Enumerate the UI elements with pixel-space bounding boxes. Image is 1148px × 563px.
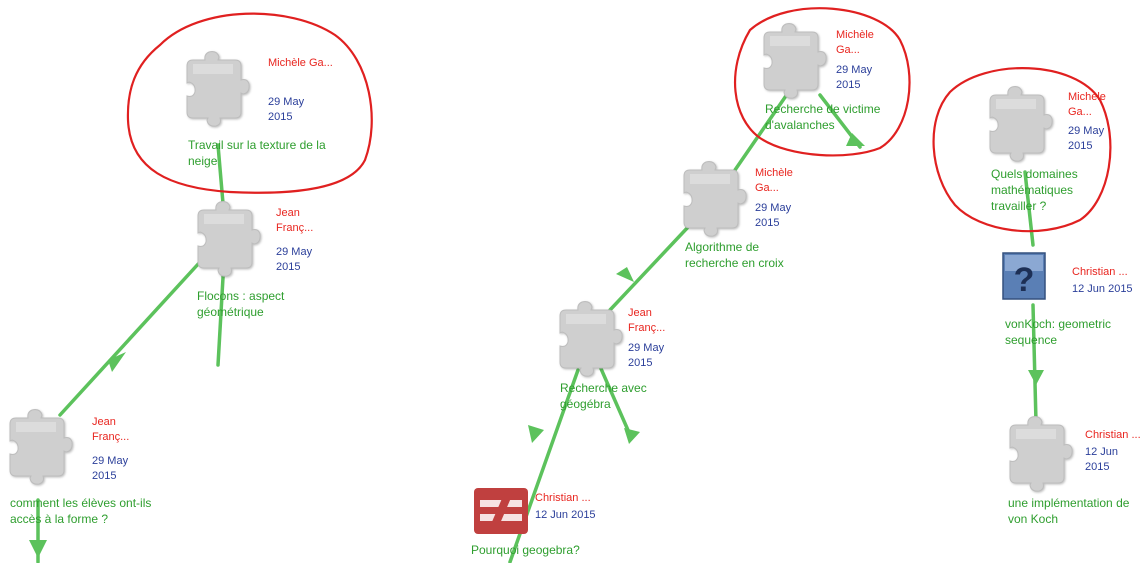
node-title[interactable]: Algorithme de recherche en croix xyxy=(685,240,784,270)
connector xyxy=(216,258,226,367)
puzzle-piece-icon xyxy=(763,23,827,99)
puzzle-piece-icon xyxy=(9,409,73,485)
highlight-circle xyxy=(932,67,1112,233)
connector xyxy=(1023,170,1035,247)
node-date: 12 Jun 2015 xyxy=(1072,283,1133,295)
node-title[interactable]: Travail sur la texture de la neige xyxy=(188,138,326,168)
connector xyxy=(608,223,692,312)
node-title[interactable]: Recherche avec géogébra xyxy=(560,381,647,411)
puzzle-piece-icon xyxy=(197,201,261,277)
node-title[interactable]: Flocons : aspect géométrique xyxy=(197,289,285,319)
node-title[interactable]: Recherche de victime d'avalanches xyxy=(765,102,881,132)
connector xyxy=(733,88,792,172)
node-date: 12 Jun 2015 xyxy=(535,509,596,521)
connector xyxy=(58,260,202,417)
arrowhead xyxy=(846,133,865,146)
highlight-circle xyxy=(733,7,911,157)
arrowhead xyxy=(1028,370,1044,385)
node-title[interactable]: vonKoch: geometric sequence xyxy=(1005,317,1112,347)
node-author: Michèle Ga... xyxy=(836,29,874,56)
arrowhead xyxy=(29,540,47,558)
node-author: Jean Franç... xyxy=(92,416,130,443)
node-title[interactable]: une implémentation de von Koch xyxy=(1008,496,1130,526)
node-author: Michèle Ga... xyxy=(1068,91,1106,118)
node-author: Michèle Ga... xyxy=(755,167,793,194)
node-author: Michèle Ga... xyxy=(268,57,333,69)
connector xyxy=(1031,303,1038,424)
connector-lines xyxy=(36,88,1038,563)
node-author: Christian ... xyxy=(1085,429,1141,441)
svg-text:?: ? xyxy=(1014,261,1035,299)
node-author: Jean Franç... xyxy=(276,207,314,234)
node-author: Christian ... xyxy=(535,492,591,504)
not-equal-icon xyxy=(474,488,528,534)
arrowhead xyxy=(108,352,126,372)
highlight-circle xyxy=(126,12,373,194)
node-title[interactable]: comment les élèves ont-ils accès à la fo… xyxy=(10,496,152,526)
question-mark-icon: ? xyxy=(1002,252,1046,300)
puzzle-piece-icon xyxy=(683,161,747,237)
node-title[interactable]: Pourquoi geogebra? xyxy=(471,543,580,557)
arrowheads xyxy=(29,133,1044,558)
node-author: Christian ... xyxy=(1072,266,1128,278)
puzzle-piece-icon xyxy=(989,86,1053,162)
arrowhead xyxy=(616,267,634,282)
node-title[interactable]: Quels domaines mathématiques travailler … xyxy=(991,167,1078,213)
puzzle-piece-icon xyxy=(1009,416,1073,492)
connector xyxy=(593,353,633,439)
puzzle-piece-icon xyxy=(186,51,250,127)
puzzle-piece-icon xyxy=(559,301,623,377)
highlight-circles xyxy=(126,7,1112,233)
arrowhead xyxy=(624,428,640,444)
arrowhead xyxy=(528,425,544,443)
node-icons: ? xyxy=(9,23,1073,534)
node-author: Jean Franç... xyxy=(628,307,666,334)
